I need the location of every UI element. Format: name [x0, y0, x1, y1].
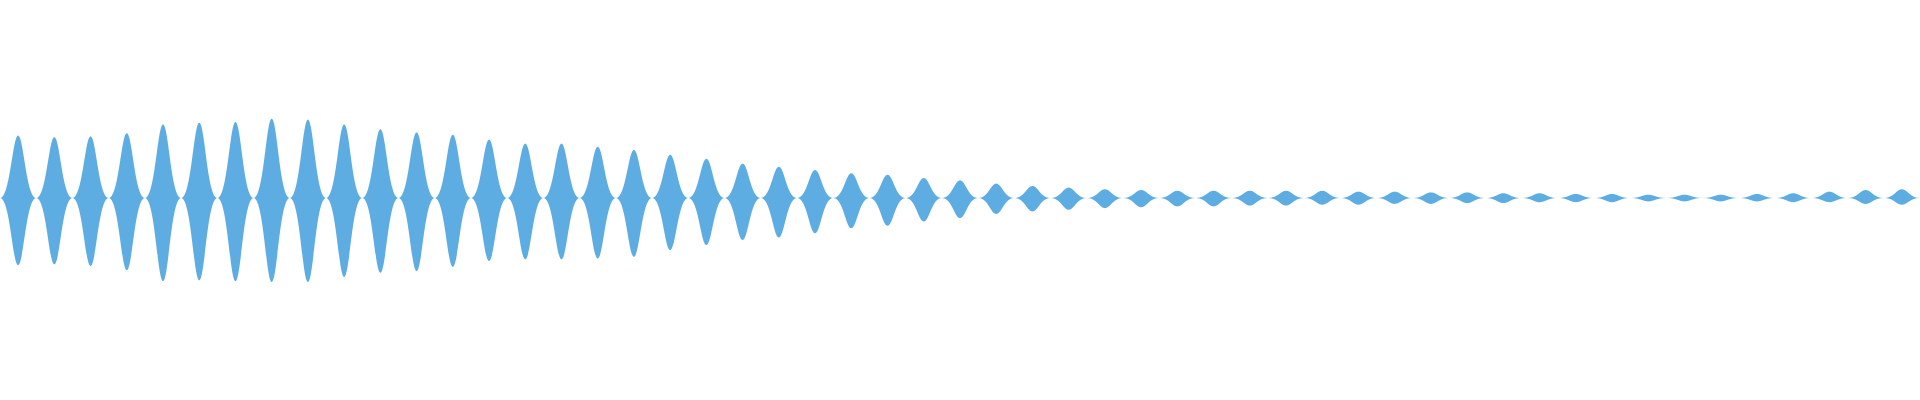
waveform-lobe: [1811, 191, 1848, 203]
waveform-lobe: [1557, 194, 1594, 203]
waveform-lobe: [1231, 190, 1268, 206]
waveform-lobe: [1412, 192, 1450, 204]
waveform-lobe: [470, 139, 508, 261]
waveform-lobe: [1159, 190, 1196, 207]
waveform-lobe: [1014, 186, 1051, 212]
waveform-lobe: [1738, 194, 1776, 202]
waveform-lobe: [1666, 194, 1703, 202]
waveform-lobe: [796, 170, 834, 234]
waveform-lobe: [543, 143, 580, 260]
waveform-lobe: [217, 122, 254, 282]
waveform-lobe: [1702, 194, 1739, 202]
waveform-lobe: [0, 135, 37, 266]
waveform-lobe: [1123, 190, 1160, 208]
waveform-lobe: [1086, 189, 1124, 209]
waveform-lobe: [144, 124, 182, 282]
waveform-lobe: [1449, 192, 1486, 204]
waveform-lobe: [507, 143, 544, 260]
waveform-lobe: [941, 180, 979, 219]
waveform-lobe: [434, 134, 471, 267]
waveform-lobe: [978, 183, 1015, 214]
waveform-lobe: [1340, 191, 1377, 205]
waveform-lobe: [724, 163, 761, 240]
waveform-lobe: [615, 150, 653, 257]
waveform-lobe: [760, 166, 797, 238]
waveform-lobe: [1775, 193, 1812, 203]
waveform-lobe: [326, 124, 363, 277]
waveform-lobe: [579, 146, 616, 259]
waveform-lobe: [1304, 190, 1341, 205]
waveform-lobe: [1847, 190, 1884, 204]
waveform-lobe: [36, 137, 73, 265]
waveform-lobe: [833, 173, 870, 229]
waveform-lobe: [1376, 191, 1413, 204]
waveform-lobe: [869, 174, 906, 226]
waveform-lobe: [1267, 190, 1305, 206]
waveform-lobe: [652, 154, 689, 251]
waveform-lobe: [72, 136, 109, 267]
waveform-lobe: [1630, 194, 1667, 202]
waveform-lobe: [1050, 187, 1087, 210]
waveform-lobe: [362, 129, 399, 273]
waveform-lobe: [253, 118, 290, 282]
waveform-lobe: [905, 178, 942, 222]
waveform-lobe: [688, 158, 725, 246]
waveform-lobe: [1485, 193, 1522, 204]
waveform-lobe: [1521, 193, 1558, 203]
waveform-lobe: [181, 122, 218, 281]
waveform-lobe: [289, 119, 327, 282]
waveform-lobe: [1195, 190, 1232, 207]
waveform-lobe: [1593, 194, 1631, 203]
waveform-lobe: [398, 132, 435, 272]
waveform-lobe: [108, 133, 145, 271]
waveform-lobe: [1883, 189, 1920, 205]
